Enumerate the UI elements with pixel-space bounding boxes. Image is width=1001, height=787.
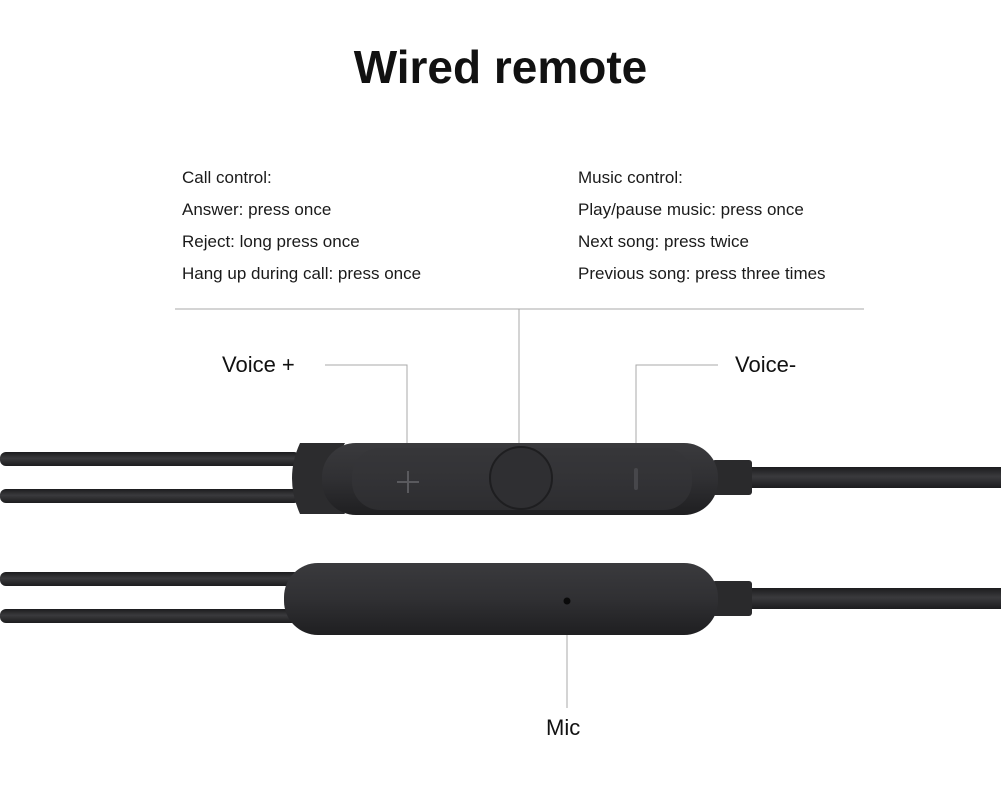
cable-top-left-lower [0,489,300,503]
music-control-list: Music control: Play/pause music: press o… [578,162,826,290]
voice-plus-leader [325,364,408,445]
call-control-item: Reject: long press once [182,232,360,251]
call-control-heading: Call control: [182,168,272,187]
mic-hole-icon [563,597,571,605]
cable-bottom-left-upper [0,572,300,586]
plus-icon [397,471,419,493]
music-control-heading: Music control: [578,168,683,187]
page-title: Wired remote [353,41,648,93]
voice-minus-label: Voice- [735,352,797,377]
strain-relief-bottom [712,581,752,616]
mic-body [284,563,718,635]
minus-icon [634,468,638,490]
voice-plus-label: Voice + [222,352,295,377]
music-control-item: Previous song: press three times [578,264,826,283]
call-control-item: Hang up during call: press once [182,264,422,283]
call-control-list: Call control: Answer: press once Reject:… [182,162,421,290]
cable-bottom-right [740,588,1001,609]
cable-bottom-left-lower [0,609,300,623]
music-control-item: Play/pause music: press once [578,200,804,219]
call-control-item: Answer: press once [182,200,332,219]
strain-relief-top [712,460,752,495]
music-control-item: Next song: press twice [578,232,750,251]
cable-top-left-upper [0,452,300,466]
mic-label: Mic [546,715,581,740]
voice-minus-leader [635,364,718,445]
center-button[interactable] [489,446,553,510]
cable-top-right [740,467,1001,488]
